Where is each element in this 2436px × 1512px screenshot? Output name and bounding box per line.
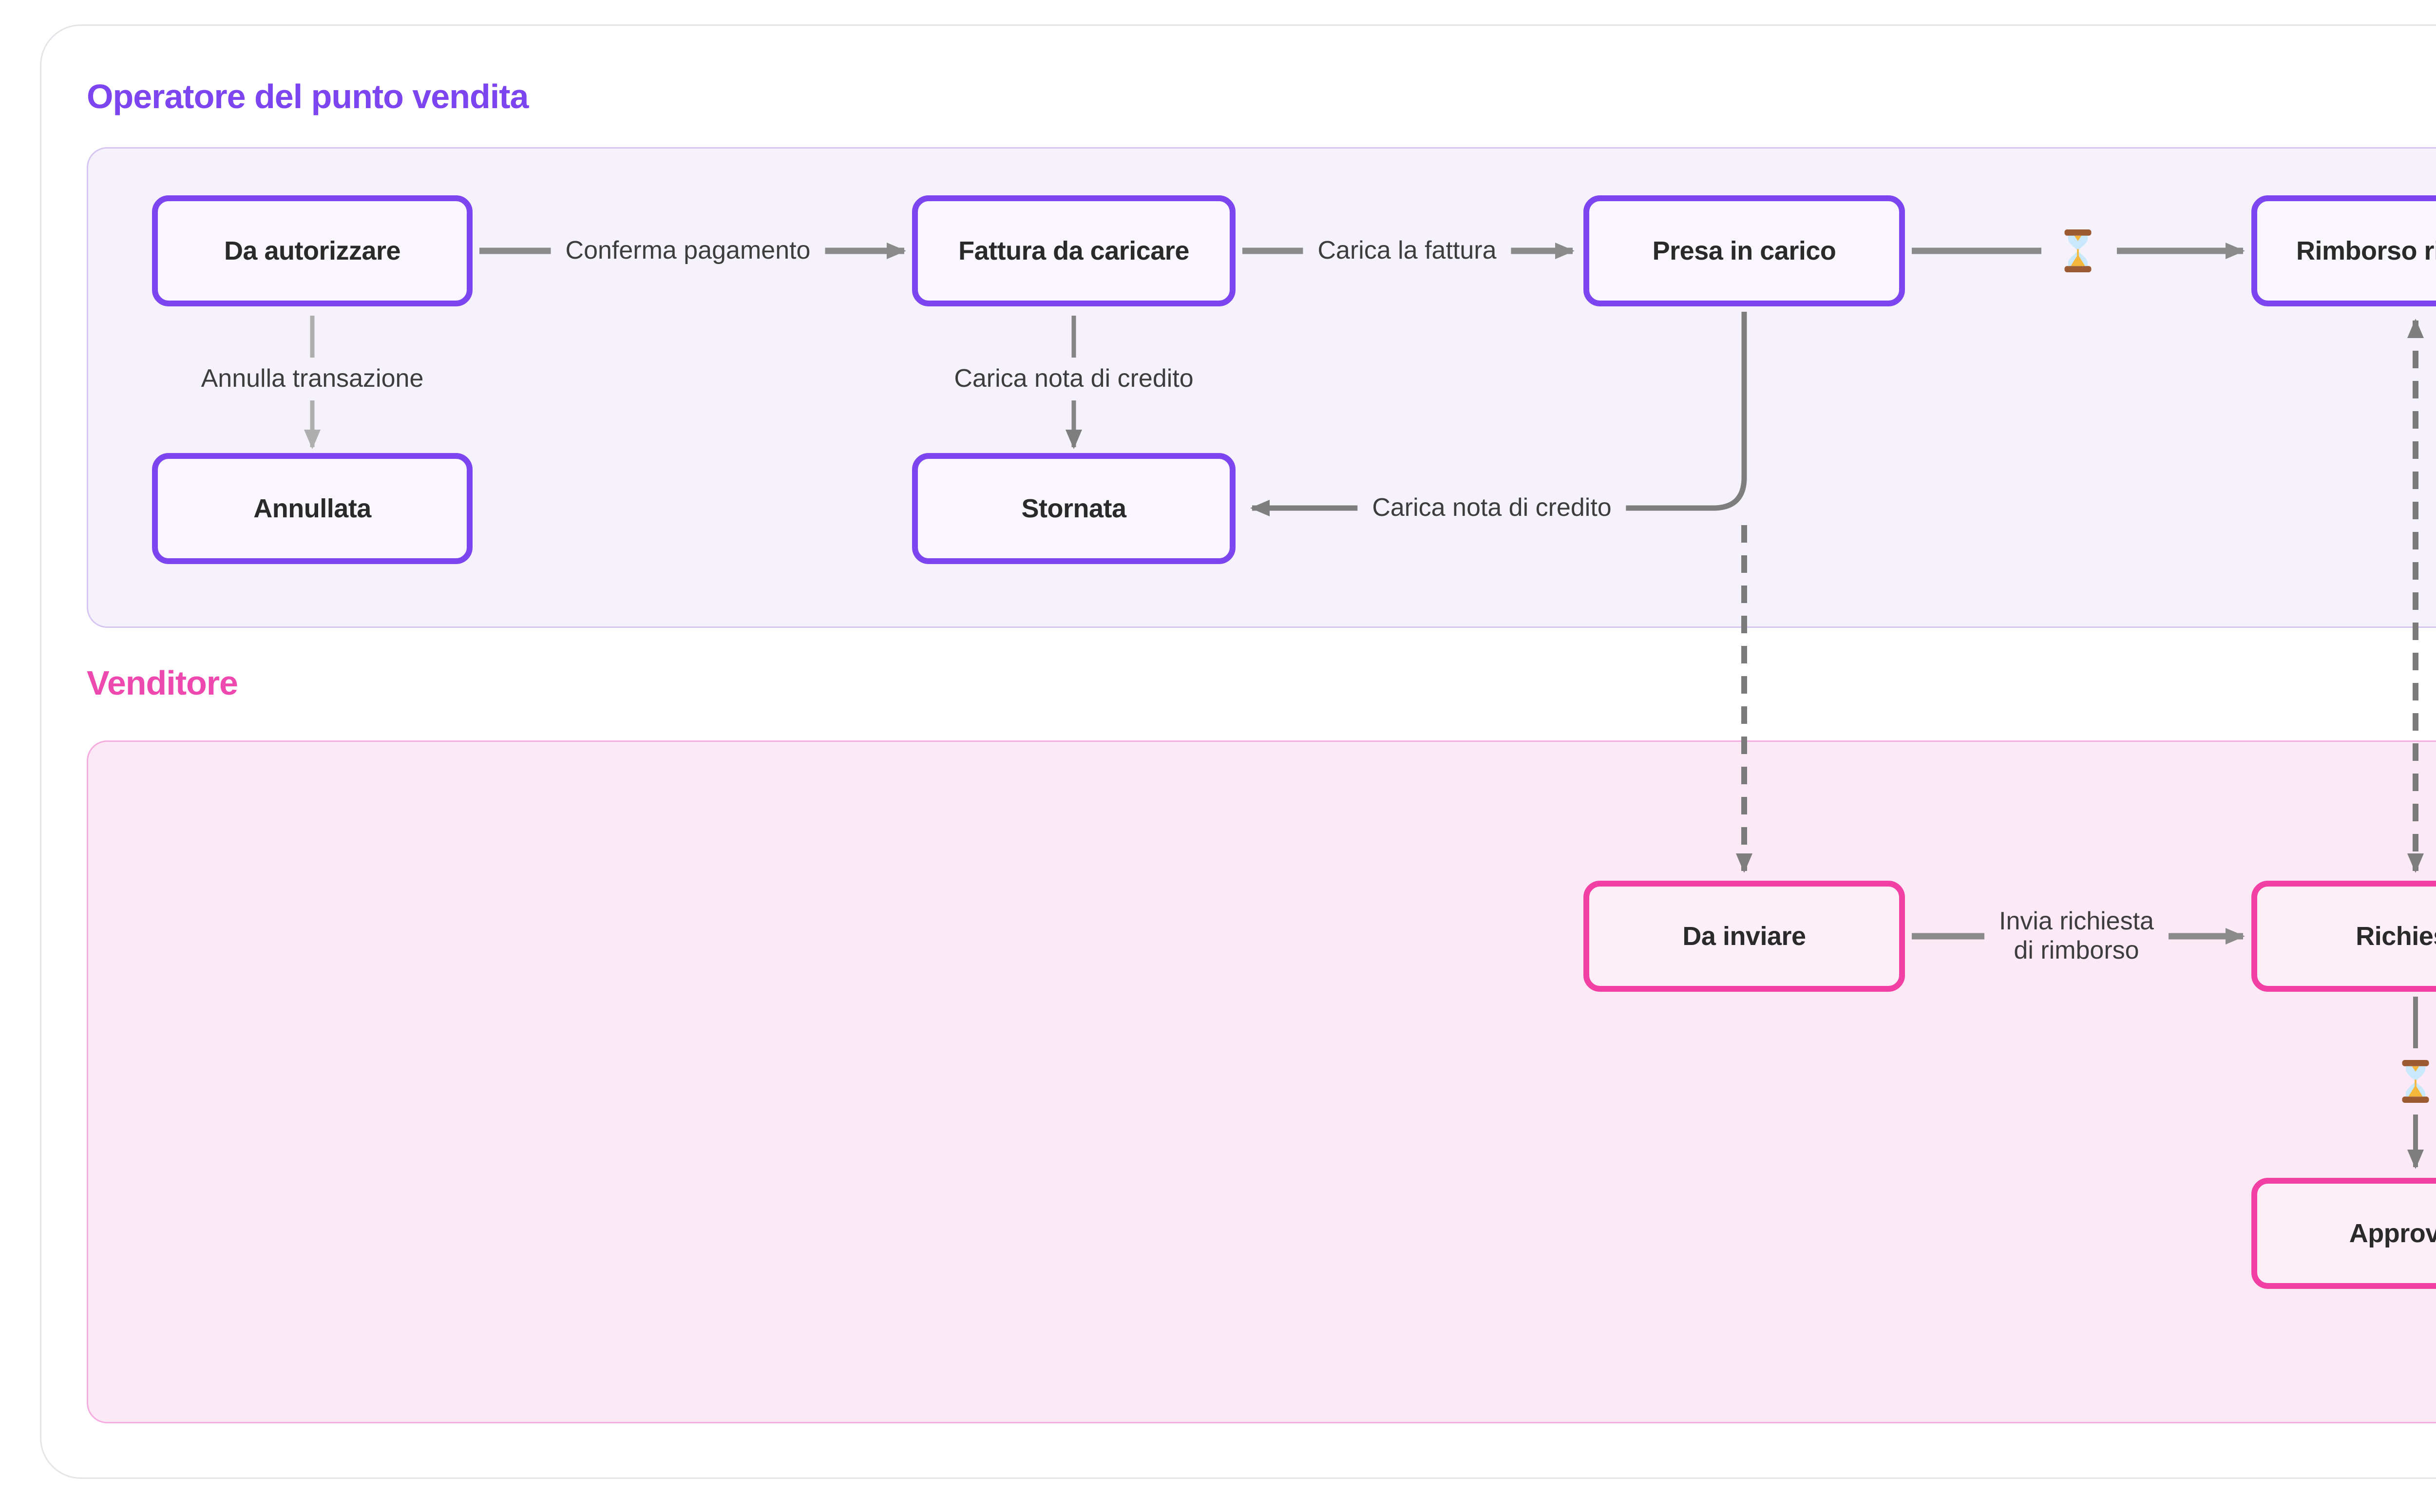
- node-label-da-inviare: Da inviare: [1682, 922, 1806, 951]
- node-richiesto: Richiesto: [2251, 881, 2436, 992]
- edge-label-invia-line1: Invia richiesta: [1999, 907, 2154, 936]
- node-label-richiesto: Richiesto: [2356, 922, 2436, 951]
- node-fattura-da-caricare: Fattura da caricare: [912, 195, 1236, 306]
- node-da-autorizzare: Da autorizzare: [152, 195, 473, 306]
- node-rimborso-richiesto: Rimborso richiesto: [2251, 195, 2436, 306]
- edge-label-invia-line2: di rimborso: [2014, 936, 2139, 964]
- node-label-annullata: Annullata: [253, 494, 371, 523]
- edge-label-carica-nota-di-credito-down: Carica nota di credito: [939, 358, 1208, 400]
- hourglass-icon: [2064, 229, 2092, 272]
- node-label-stornata: Stornata: [1021, 494, 1126, 523]
- node-label-da-autorizzare: Da autorizzare: [224, 236, 401, 265]
- edge-label-conferma-pagamento: Conferma pagamento: [551, 229, 825, 272]
- node-stornata: Stornata: [912, 453, 1236, 564]
- node-label-presa-in-carico: Presa in carico: [1652, 236, 1836, 265]
- lane-title-venditore: Venditore: [87, 664, 238, 702]
- edge-label-carica-nota-di-credito-back: Carica nota di credito: [1357, 487, 1626, 529]
- edge-label-invia-richiesta-di-rimborso: Invia richiesta di rimborso: [1984, 900, 2169, 972]
- hourglass-icon: [2402, 1060, 2429, 1103]
- node-label-fattura-da-caricare: Fattura da caricare: [958, 236, 1189, 265]
- node-label-approvato: Approvato: [2349, 1219, 2436, 1248]
- edge-label-carica-la-fattura: Carica la fattura: [1303, 229, 1511, 272]
- node-annullata: Annullata: [152, 453, 473, 564]
- node-label-rimborso-richiesto: Rimborso richiesto: [2296, 236, 2436, 265]
- node-presa-in-carico: Presa in carico: [1583, 195, 1905, 306]
- edge-label-annulla-transazione: Annulla transazione: [186, 358, 438, 400]
- lane-venditore: [87, 740, 2436, 1423]
- node-da-inviare: Da inviare: [1583, 881, 1905, 992]
- node-approvato: Approvato: [2251, 1178, 2436, 1289]
- lane-title-operatore: Operatore del punto vendita: [87, 77, 529, 115]
